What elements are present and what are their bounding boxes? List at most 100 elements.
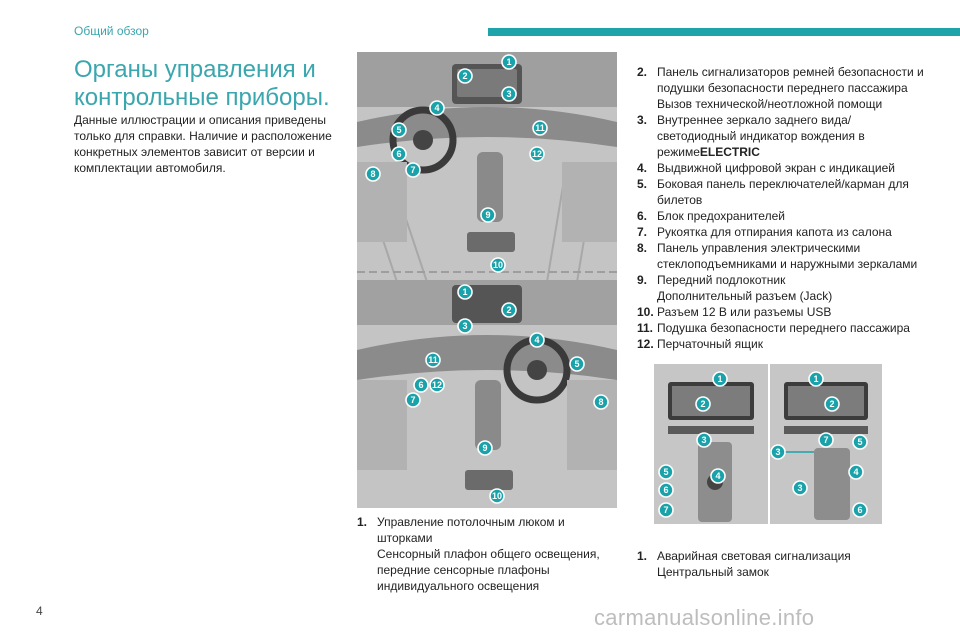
svg-text:2: 2: [829, 399, 834, 409]
svg-text:4: 4: [853, 467, 858, 477]
callout-1: 1: [808, 371, 824, 387]
legend-number: 12.: [637, 337, 654, 351]
cockpit-illustration-lhd: 1 2 3 4 5 6 7 8 9 10 11 12: [357, 52, 617, 280]
callout-10: 10: [489, 488, 505, 504]
legend-line: билетов: [657, 193, 703, 207]
svg-text:1: 1: [462, 287, 467, 297]
legend-item: 10. Разъем 12 В или разъемы USB: [637, 304, 937, 320]
cockpit-illustration-rhd: 1 2 3 4 5 6 7 8 9 10 11 12: [357, 280, 617, 508]
svg-text:2: 2: [462, 71, 467, 81]
legend-line: Боковая панель переключателей/карман для: [657, 177, 909, 191]
svg-text:7: 7: [663, 505, 668, 515]
callout-5: 5: [569, 356, 585, 372]
legend-line: стеклоподъемниками и наружными зеркалами: [657, 257, 918, 271]
legend-number: 8.: [637, 241, 648, 255]
svg-text:3: 3: [775, 447, 780, 457]
electric-mode-label: ELECTRIC: [699, 145, 760, 159]
legend-item: 3. Внутреннее зеркало заднего вида/свето…: [637, 112, 937, 160]
legend-line: Разъем 12 В или разъемы USB: [657, 305, 832, 319]
legend-line: подушки безопасности переднего пассажира: [657, 81, 908, 95]
watermark: carmanualsonline.info: [594, 605, 815, 630]
callout-3: 3: [501, 86, 517, 102]
legend-line: светодиодный индикатор вождения в: [657, 129, 865, 143]
legend-list-a: 1. Управление потолочным люком и шторкам…: [357, 514, 619, 594]
svg-text:9: 9: [485, 210, 490, 220]
svg-text:1: 1: [813, 374, 818, 384]
svg-text:3: 3: [701, 435, 706, 445]
callout-11: 11: [532, 120, 548, 136]
page-title: Органы управления и контрольные приборы.: [74, 56, 330, 111]
callout-7: 7: [818, 432, 834, 448]
intro-paragraph: Данные иллюстрации и описания приведены …: [74, 113, 332, 175]
legend-line: Панель управления электрическими: [657, 241, 861, 255]
legend-item: 11. Подушка безопасности переднего пасса…: [637, 320, 937, 336]
callout-7: 7: [405, 392, 421, 408]
callout-1: 1: [712, 371, 728, 387]
svg-text:2: 2: [506, 305, 511, 315]
callout-9: 9: [477, 440, 493, 456]
legend-line: Блок предохранителей: [657, 209, 785, 223]
legend-number: 10.: [637, 305, 654, 319]
center-console-illustration-a: 1 2 3 4 5 6 7: [654, 364, 768, 524]
svg-text:3: 3: [797, 483, 802, 493]
svg-text:11: 11: [535, 123, 545, 133]
legend-item: 1. Управление потолочным люком и шторкам…: [357, 514, 619, 594]
callout-4: 4: [848, 464, 864, 480]
legend-item: 7. Рукоятка для отпирания капота из сало…: [637, 224, 937, 240]
legend-item: 8. Панель управления электрическими стекл…: [637, 240, 937, 272]
svg-text:10: 10: [493, 260, 503, 270]
callout-5: 5: [391, 122, 407, 138]
callout-2: 2: [695, 396, 711, 412]
legend-number: 7.: [637, 225, 648, 239]
callout-1: 1: [501, 54, 517, 70]
svg-text:6: 6: [396, 149, 401, 159]
legend-number: 11.: [637, 321, 654, 335]
callout-2: 2: [457, 68, 473, 84]
callout-3: 3: [457, 318, 473, 334]
svg-text:10: 10: [492, 491, 502, 501]
callout-5: 5: [852, 434, 868, 450]
callout-1: 1: [457, 284, 473, 300]
center-console-illustration-b: 1 2 3 3 4 5 6 7: [770, 364, 882, 524]
svg-text:9: 9: [482, 443, 487, 453]
legend-number: 3.: [637, 113, 648, 127]
legend-item: 2. Панель сигнализаторов ремней безопасн…: [637, 64, 937, 112]
legend-line: Перчаточный ящик: [657, 337, 764, 351]
svg-text:5: 5: [574, 359, 579, 369]
callout-6: 6: [413, 377, 429, 393]
svg-text:1: 1: [506, 57, 511, 67]
legend-line: Аварийная световая сигнализация: [657, 549, 851, 563]
callout-12: 12: [529, 146, 545, 162]
legend-number: 6.: [637, 209, 648, 223]
legend-line: Центральный замок: [657, 565, 769, 579]
svg-text:1: 1: [717, 374, 722, 384]
svg-text:5: 5: [857, 437, 862, 447]
callout-7: 7: [658, 502, 674, 518]
svg-text:6: 6: [857, 505, 862, 515]
callout-6: 6: [852, 502, 868, 518]
svg-text:8: 8: [598, 397, 603, 407]
svg-text:4: 4: [434, 103, 439, 113]
legend-line: Панель сигнализаторов ремней безопасност…: [657, 65, 924, 79]
svg-text:7: 7: [410, 395, 415, 405]
svg-text:4: 4: [534, 335, 539, 345]
svg-text:6: 6: [663, 485, 668, 495]
legend-number: 4.: [637, 161, 648, 175]
callout-6: 6: [658, 482, 674, 498]
legend-number: 2.: [637, 65, 648, 79]
callout-10: 10: [490, 257, 506, 273]
svg-text:5: 5: [663, 467, 668, 477]
svg-text:4: 4: [715, 471, 720, 481]
svg-text:5: 5: [396, 125, 401, 135]
svg-text:11: 11: [428, 355, 438, 365]
svg-text:8: 8: [370, 169, 375, 179]
header-accent-bar: [488, 28, 960, 36]
legend-number: 9.: [637, 273, 648, 287]
callout-6: 6: [391, 146, 407, 162]
legend-line: режимеELECTRIC: [657, 145, 760, 159]
legend-line: Подушка безопасности переднего пассажира: [657, 321, 910, 335]
legend-item: 6. Блок предохранителей: [637, 208, 937, 224]
callout-4: 4: [529, 332, 545, 348]
